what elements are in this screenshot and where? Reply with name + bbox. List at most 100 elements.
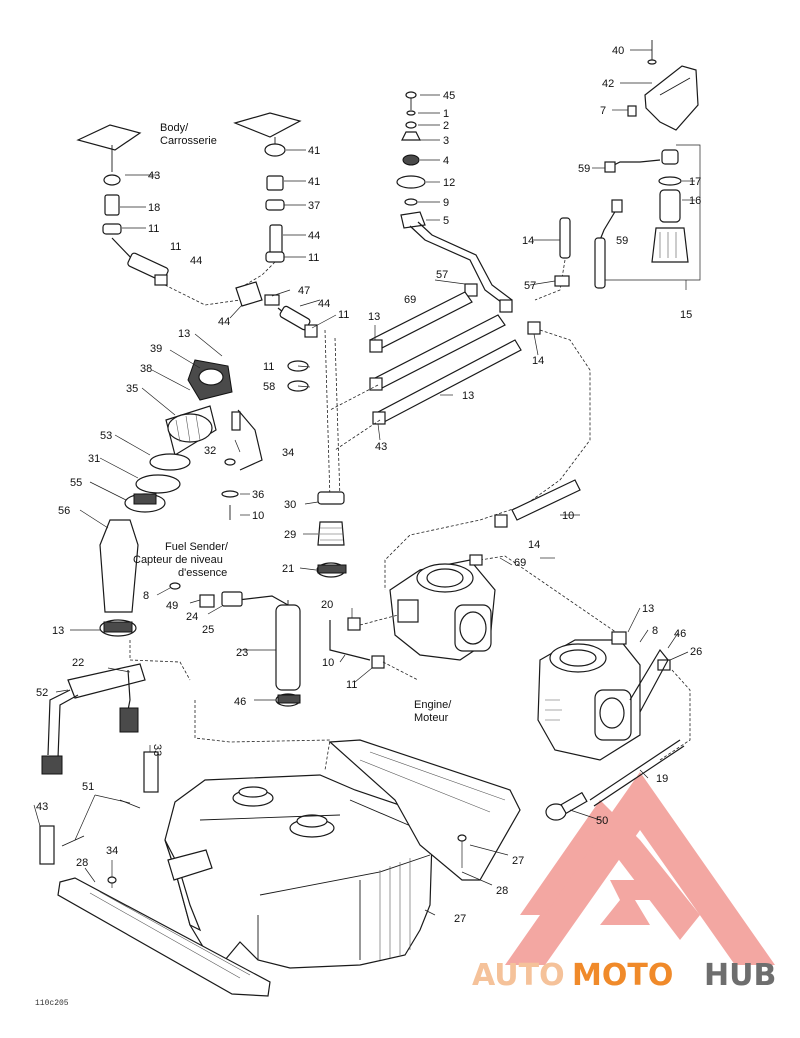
callout: 16	[689, 195, 701, 207]
callout: 11	[346, 679, 357, 691]
callout: 59	[616, 235, 628, 247]
callout: 14	[532, 355, 544, 367]
callout: 41	[308, 145, 320, 157]
callout: 10	[322, 657, 334, 669]
callout: 56	[58, 505, 70, 517]
annotation-fuel-sender: Fuel Sender/	[165, 541, 229, 553]
callout: 69	[514, 557, 526, 569]
callout: 42	[602, 78, 614, 90]
callout: 31	[88, 453, 100, 465]
callout: 3	[443, 135, 449, 147]
callout: 4	[443, 155, 449, 167]
callout: 36	[252, 489, 264, 501]
callout: 11	[263, 361, 274, 373]
callout: 52	[36, 687, 48, 699]
callout: 43	[36, 801, 48, 813]
callout: 37	[308, 200, 320, 212]
callout: 44	[318, 298, 330, 310]
callout: 12	[443, 177, 455, 189]
annotation-fuel-sender-fr-2: d'essence	[178, 567, 227, 579]
callout: 8	[143, 590, 149, 602]
callout: 53	[100, 430, 112, 442]
callout: 2	[443, 120, 449, 132]
fuel-tank	[164, 774, 433, 969]
watermark-auto: AUTO	[472, 958, 565, 993]
callout: 34	[282, 447, 294, 459]
annotation-body-fr: Carrosserie	[160, 135, 217, 147]
callout: 45	[443, 90, 455, 102]
watermark-moto: MOTO	[572, 958, 673, 993]
callout: 58	[263, 381, 275, 393]
callout: 49	[166, 600, 178, 612]
fuel-filter-assembly	[169, 491, 347, 707]
callout: 11	[170, 241, 181, 253]
callout: 43	[375, 441, 387, 453]
callout: 33	[151, 744, 163, 756]
callout: 13	[368, 311, 380, 323]
callout: 51	[82, 781, 94, 793]
annotation-fuel-sender-fr-1: Capteur de niveau	[133, 554, 223, 566]
callout: 1	[443, 108, 449, 120]
carburetor-rear	[537, 631, 691, 821]
callout: 69	[404, 294, 416, 306]
watermark-text: AUTO MOTO HUB	[472, 958, 776, 993]
callout: 40	[612, 45, 624, 57]
callout: 25	[202, 624, 214, 636]
callout: 26	[690, 646, 702, 658]
annotations: Body/ Carrosserie Fuel Sender/ Capteur d…	[35, 122, 452, 1008]
callout: 38	[140, 363, 152, 375]
callout: 55	[70, 477, 82, 489]
callout: 46	[234, 696, 246, 708]
callout: 32	[204, 445, 216, 457]
callout: 47	[298, 285, 310, 297]
callout: 35	[126, 383, 138, 395]
annotation-engine: Engine/	[414, 699, 452, 711]
callout: 29	[284, 529, 296, 541]
callout: 23	[236, 647, 248, 659]
callout: 18	[148, 202, 160, 214]
callout: 30	[284, 499, 296, 511]
body-fittings	[76, 112, 318, 338]
annotation-engine-fr: Moteur	[414, 712, 449, 724]
callout: 44	[218, 316, 230, 328]
callout: 13	[462, 390, 474, 402]
callout: 10	[562, 510, 574, 522]
callout: 57	[436, 269, 448, 281]
callout: 27	[454, 913, 466, 925]
callout: 41	[308, 176, 320, 188]
callout: 44	[190, 255, 202, 267]
watermark-hub: HUB	[704, 958, 776, 993]
callout: 14	[522, 235, 534, 247]
callout: 21	[282, 563, 294, 575]
figure-code: 110c205	[35, 999, 69, 1008]
callout: 39	[150, 343, 162, 355]
callout: 46	[674, 628, 686, 640]
callout: 15	[680, 309, 692, 321]
callout: 14	[528, 539, 540, 551]
callout-numbers: 40 42 7 59 17 16 15 45 1 2 3 4 12 9 5 14…	[36, 45, 702, 925]
callout: 22	[72, 657, 84, 669]
callout: 10	[252, 510, 264, 522]
pump-bracket-assembly	[599, 40, 701, 290]
callout: 8	[652, 625, 658, 637]
callout: 7	[600, 105, 606, 117]
middle-hoses	[287, 291, 591, 590]
callout: 19	[656, 773, 668, 785]
callout: 27	[512, 855, 524, 867]
watermark-logo	[505, 772, 775, 965]
callout: 34	[106, 845, 118, 857]
carburetor-front	[329, 554, 621, 681]
callout: 24	[186, 611, 198, 623]
callout: 13	[642, 603, 654, 615]
callout: 57	[524, 280, 536, 292]
callout: 5	[443, 215, 449, 227]
callout: 28	[76, 857, 88, 869]
callout: 50	[596, 815, 608, 827]
callout: 11	[308, 252, 319, 264]
hose-14-upper	[534, 217, 606, 301]
callout: 9	[443, 197, 449, 209]
callout: 28	[496, 885, 508, 897]
callout: 43	[148, 170, 160, 182]
callout: 20	[321, 599, 333, 611]
